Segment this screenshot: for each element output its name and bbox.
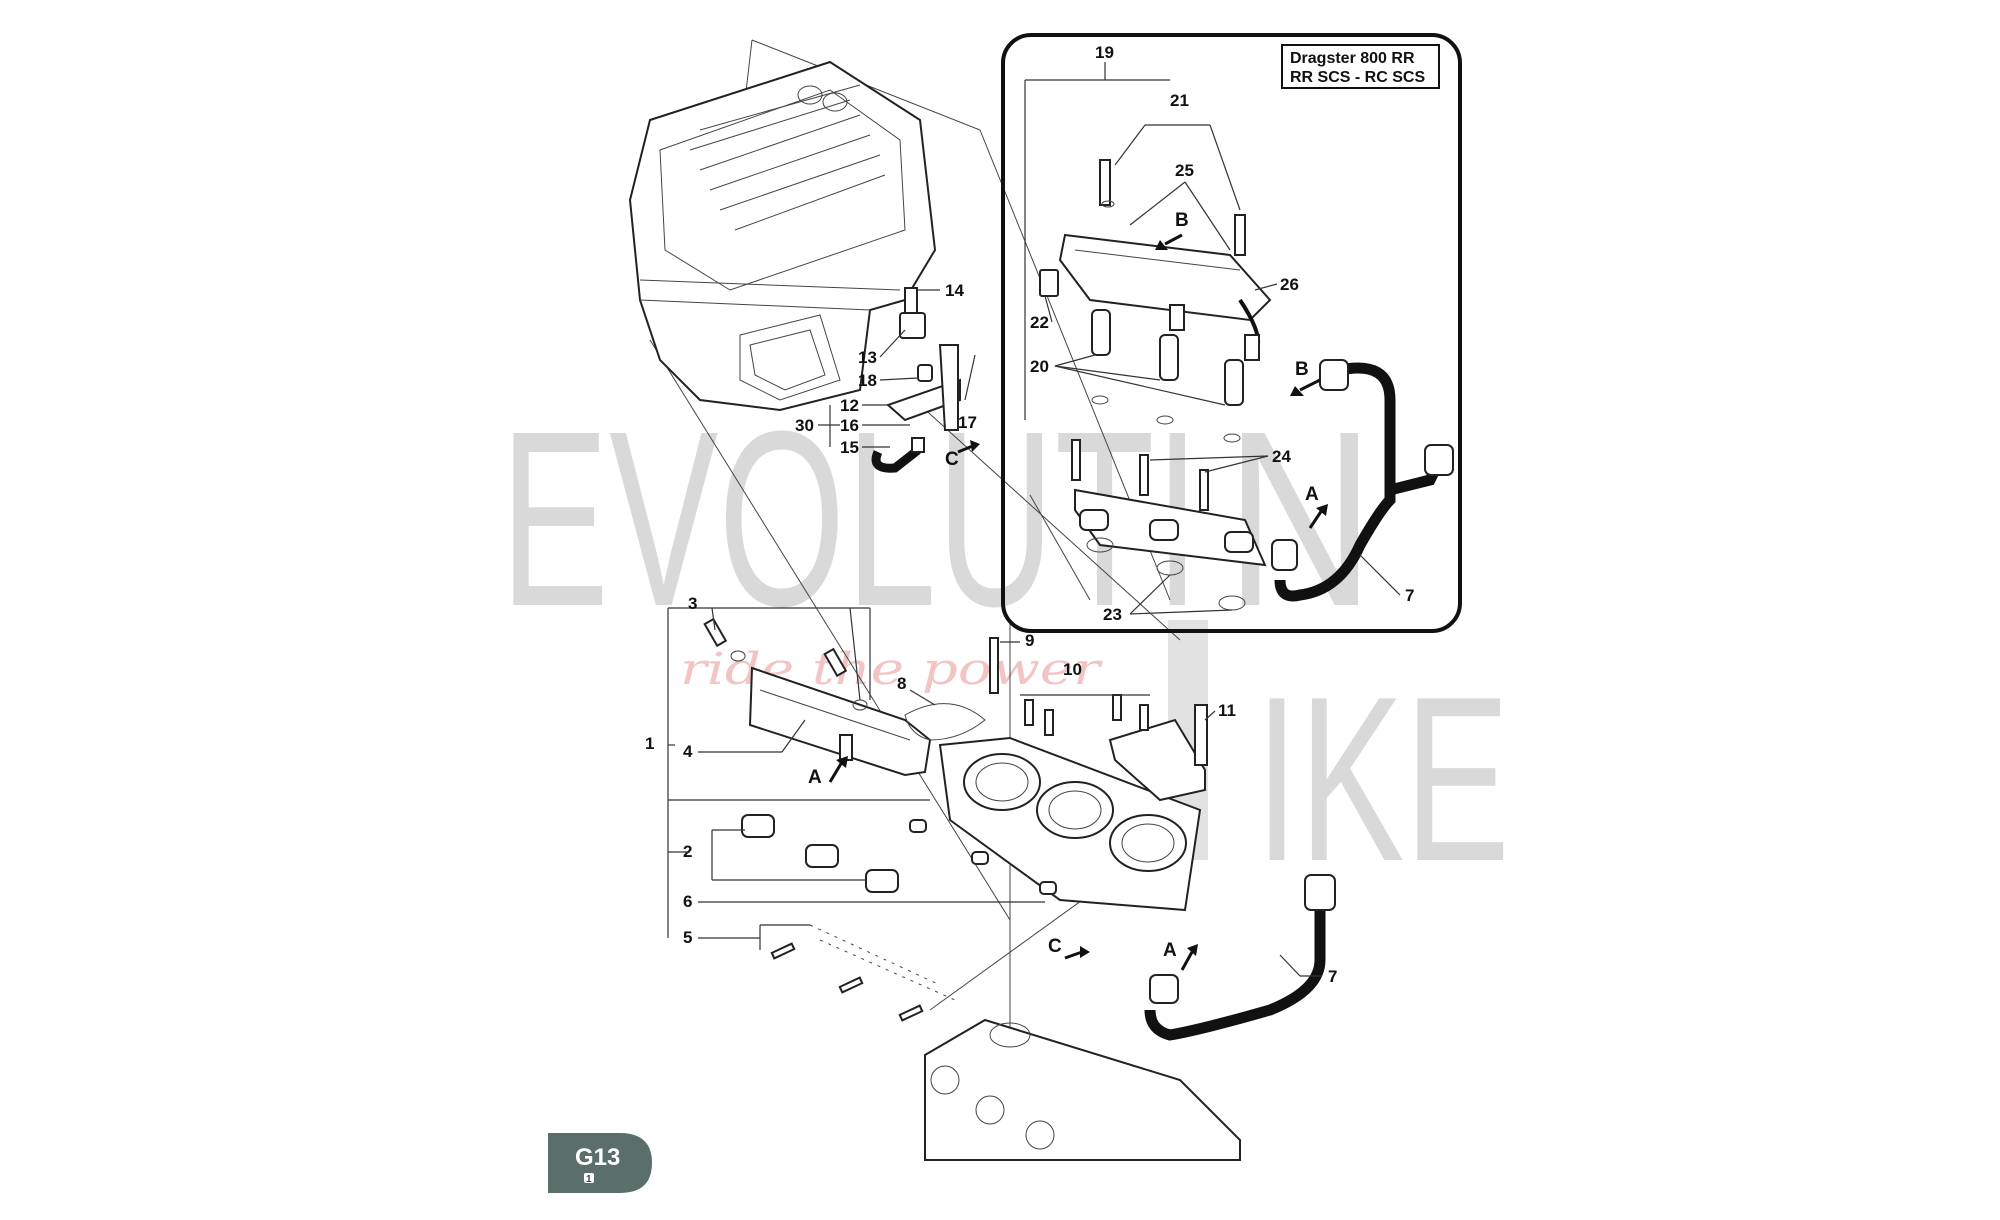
callouts-throttle: 3 1 4 9 10 8 11 A 2 6 5 C A: [645, 594, 1337, 986]
callout-9: 9: [1025, 631, 1034, 650]
callout-30: 30: [795, 416, 814, 435]
callout-12: 12: [840, 396, 859, 415]
variant-detail-box: Dragster 800 RR RR SCS - RC SCS: [1001, 33, 1462, 633]
page-badge-code: G13: [575, 1144, 620, 1171]
callout-22: 22: [1030, 313, 1049, 332]
arrow-label-b-box-mid: B: [1295, 359, 1309, 380]
page-badge-sub: 1: [586, 1174, 592, 1185]
callout-19: 19: [1095, 43, 1114, 62]
page-badge-sub-box: [584, 1173, 594, 1183]
callouts-airbox: 14 13 18 12 16 15 30 17 C: [795, 281, 980, 470]
page-badge: G13 1: [548, 1133, 652, 1193]
arrow-label-a-rail: A: [808, 767, 822, 788]
callout-7-box: 7: [1405, 586, 1414, 605]
callout-6: 6: [683, 892, 692, 911]
callout-3: 3: [688, 594, 697, 613]
callout-1: 1: [645, 734, 654, 753]
callout-18: 18: [858, 371, 877, 390]
callout-23: 23: [1103, 605, 1122, 624]
variant-detail-frame: [1001, 33, 1462, 633]
callout-17: 17: [958, 413, 977, 432]
watermark-tagline: ride the power: [680, 644, 1104, 695]
callout-8: 8: [897, 674, 906, 693]
callout-10: 10: [1063, 660, 1082, 679]
watermark-brand-right: IKE: [1255, 647, 1510, 910]
callout-24: 24: [1272, 447, 1291, 466]
arrow-label-c-top: C: [945, 449, 959, 470]
variant-label-frame: [1281, 44, 1440, 89]
arrow-label-a-hose: A: [1163, 940, 1177, 961]
callout-16: 16: [840, 416, 859, 435]
callout-7: 7: [1328, 967, 1337, 986]
callout-25: 25: [1175, 161, 1194, 180]
variant-label-line1: Dragster 800 RR: [1290, 50, 1415, 67]
callout-26: 26: [1280, 275, 1299, 294]
callout-11: 11: [1218, 701, 1236, 720]
arrow-label-b-box-top: B: [1175, 210, 1189, 231]
callout-15: 15: [840, 438, 859, 457]
arrow-label-c-throttle: C: [1048, 936, 1062, 957]
throttle-body-assembly: [703, 617, 1336, 1161]
airbox-cover: [628, 60, 937, 412]
callout-14: 14: [945, 281, 964, 300]
watermark-brand-mid: N: [1225, 379, 1375, 658]
variant-label-line2: RR SCS - RC SCS: [1290, 69, 1425, 86]
callout-5: 5: [683, 928, 692, 947]
callout-4: 4: [683, 742, 693, 761]
arrow-label-a-box: A: [1305, 484, 1319, 505]
callout-20: 20: [1030, 357, 1049, 376]
callout-21: 21: [1170, 91, 1189, 110]
page-badge-shape: [548, 1133, 652, 1193]
callout-13: 13: [858, 348, 877, 367]
sensor-assembly: [871, 287, 976, 473]
